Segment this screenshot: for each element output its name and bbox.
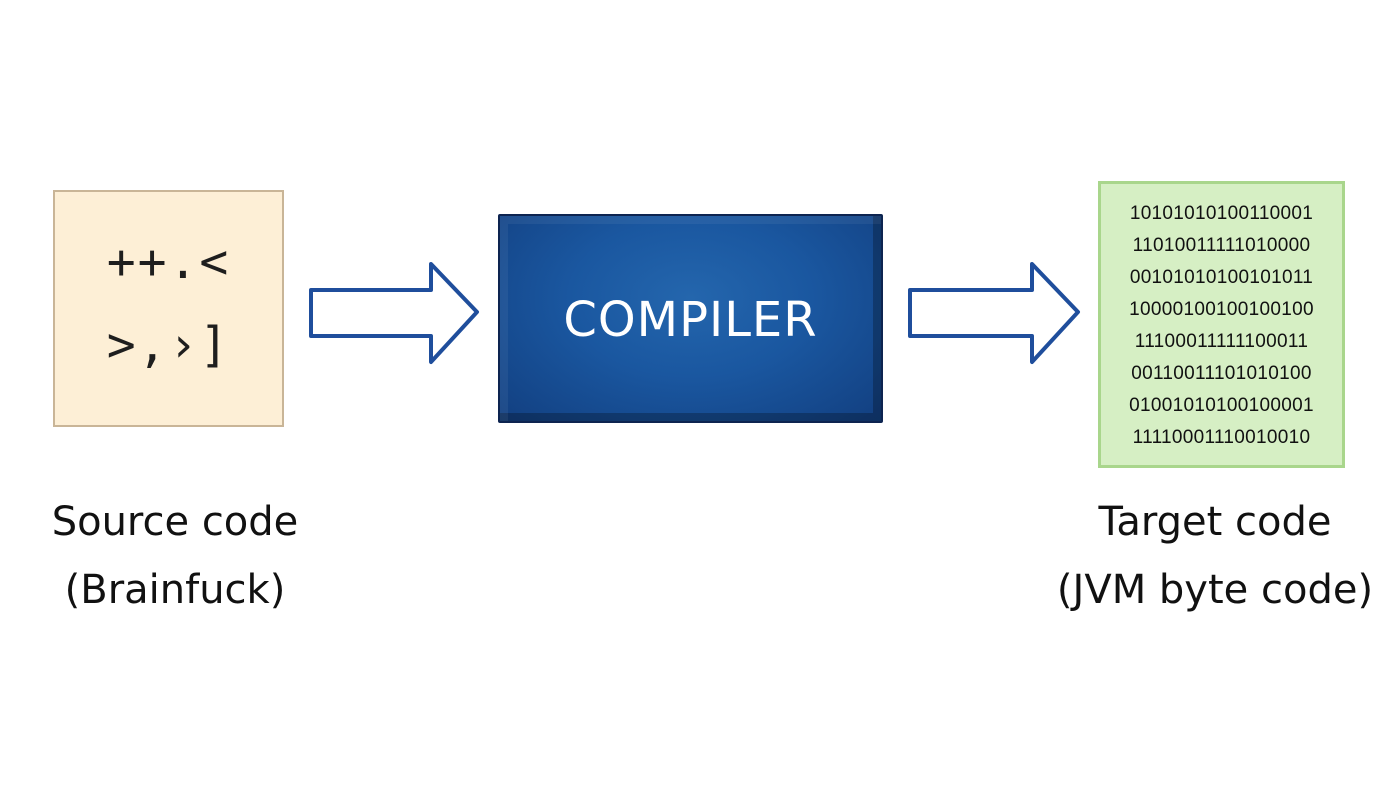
source-code-box: ++.< >,›] [53, 190, 284, 427]
binary-line: 01001010100100001 [1129, 395, 1314, 416]
binary-line: 11010011111010000 [1132, 235, 1311, 256]
binary-line: 11100011111100011 [1134, 331, 1309, 352]
compiler-label: COMPILER [563, 292, 818, 348]
binary-line: 10000100100100100 [1129, 299, 1314, 320]
target-caption: Target code (JVM byte code) [1030, 488, 1400, 624]
source-code-line: >,›] [106, 317, 231, 373]
target-caption-subtitle: (JVM byte code) [1056, 567, 1374, 613]
compiler-box: COMPILER [498, 214, 883, 423]
target-caption-title: Target code [1098, 499, 1332, 545]
source-caption: Source code (Brainfuck) [20, 488, 330, 624]
binary-line: 00110011101010100 [1131, 363, 1312, 384]
arrow-right-icon [309, 262, 479, 364]
source-code-line: ++.< [106, 234, 231, 290]
source-caption-subtitle: (Brainfuck) [64, 567, 286, 613]
target-code-box: 10101010100110001 11010011111010000 0010… [1098, 181, 1345, 468]
source-caption-title: Source code [51, 499, 299, 545]
binary-line: 00101010100101011 [1129, 267, 1314, 288]
binary-line: 11110001110010010 [1132, 427, 1311, 448]
binary-line: 10101010100110001 [1129, 203, 1314, 224]
arrow-right-icon [908, 262, 1080, 364]
